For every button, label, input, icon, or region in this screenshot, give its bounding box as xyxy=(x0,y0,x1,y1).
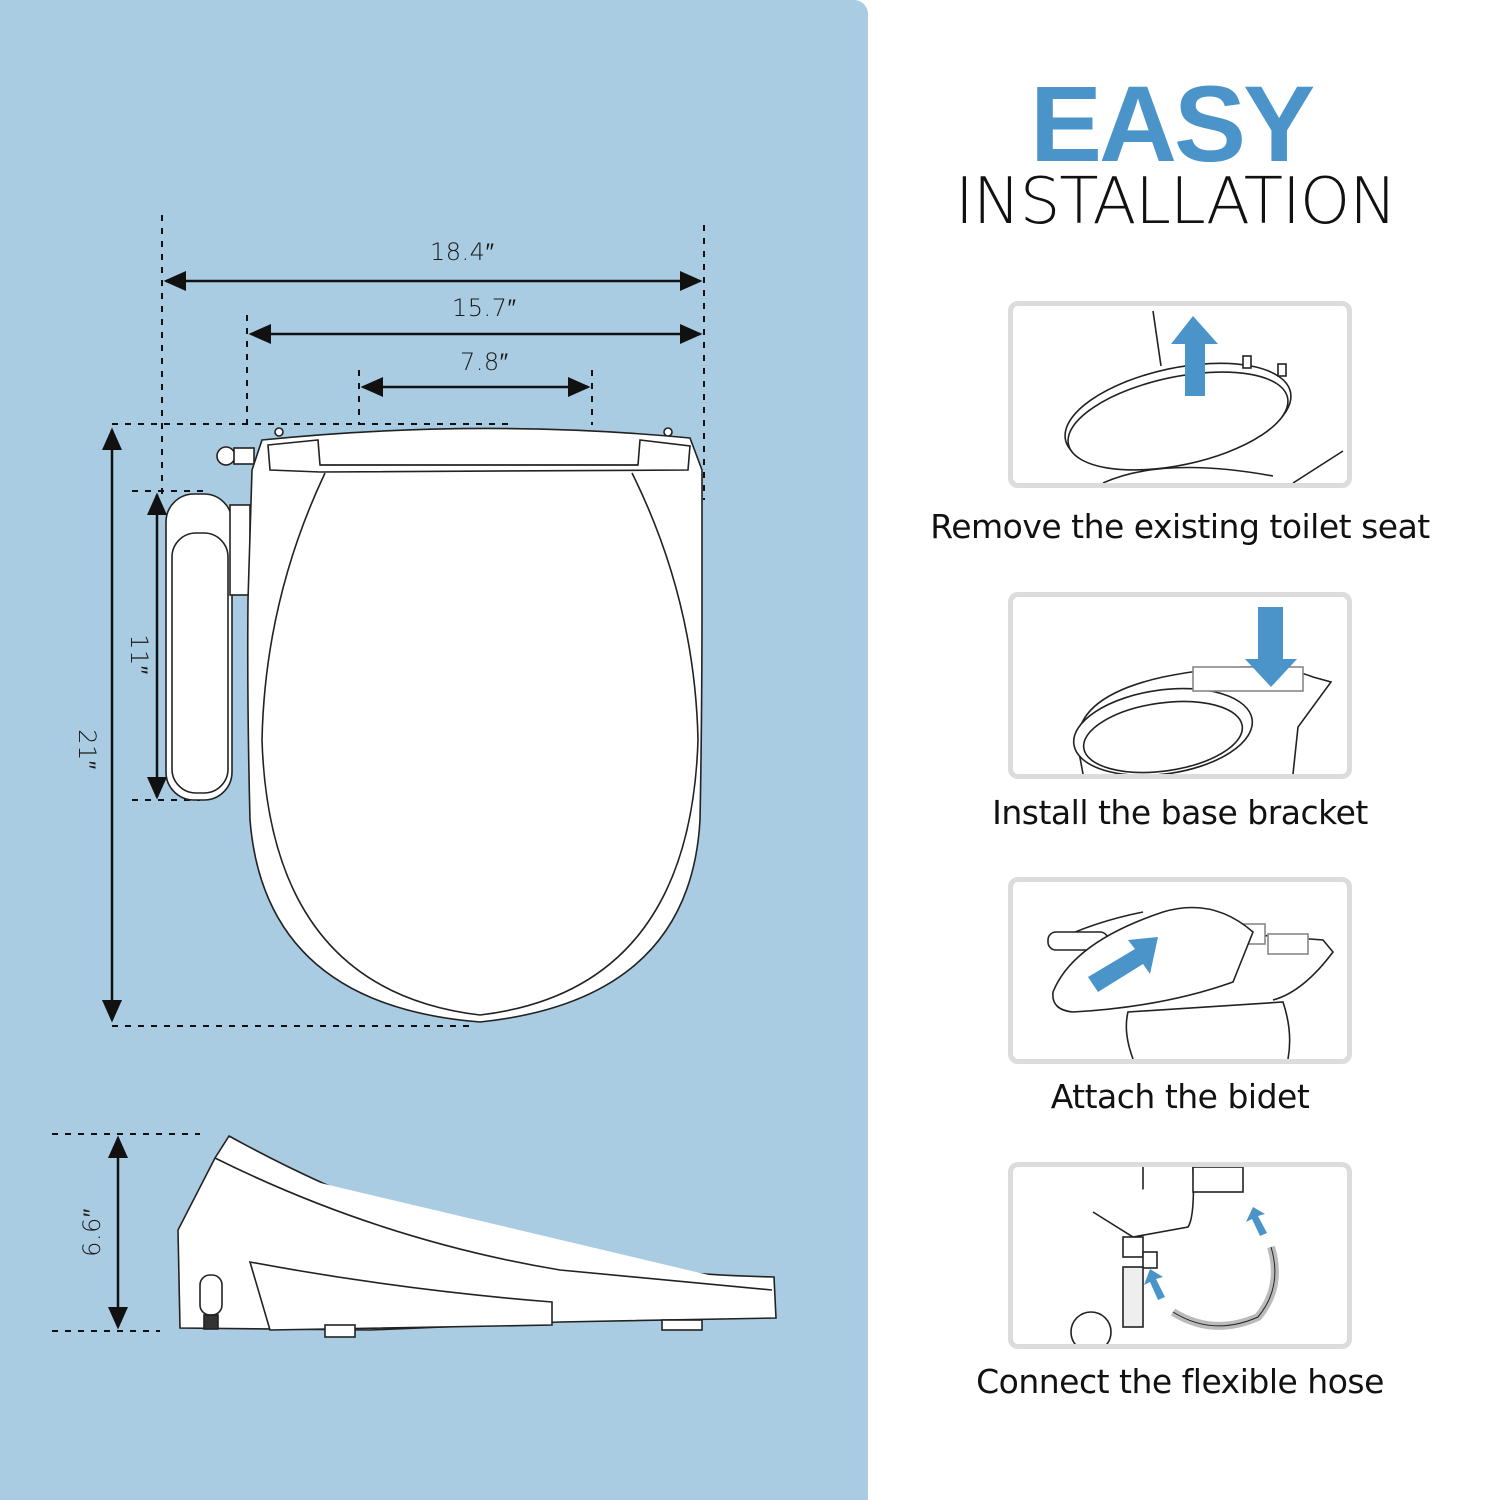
step-card-connect-hose xyxy=(1008,1162,1352,1349)
arrow-down-icon xyxy=(1245,607,1297,687)
title-accent: EASY xyxy=(1030,63,1315,184)
step-caption: Attach the bidet xyxy=(1050,1077,1310,1116)
arrow-up-icon xyxy=(1171,316,1218,396)
arrow-diagonal-icon xyxy=(1088,937,1158,992)
step-card-install-bracket xyxy=(1008,592,1352,779)
arrow-up-right-icon xyxy=(1246,1207,1267,1236)
dim-remote-length: 11″ xyxy=(124,634,153,675)
title-main: INSTALLATION xyxy=(955,165,1397,239)
arrow-up-right-icon xyxy=(1144,1269,1165,1300)
dim-hinge-span: 7.8″ xyxy=(460,348,509,376)
dim-overall-width: 18.4″ xyxy=(430,238,495,266)
step-card-attach-bidet xyxy=(1008,877,1352,1064)
bidet-seat-side-view xyxy=(177,1134,777,1338)
dim-overall-length: 21″ xyxy=(72,729,101,770)
step-caption: Remove the existing toilet seat xyxy=(930,507,1430,546)
dim-height: 6.6″ xyxy=(77,1208,106,1257)
bidet-seat-top-view xyxy=(165,427,703,1023)
step-card-remove-seat xyxy=(1008,301,1352,488)
top-view-drawing xyxy=(52,215,777,1338)
step-caption: Install the base bracket xyxy=(992,793,1368,832)
dimension-panel: 18.4″ 15.7″ 7.8″ 21″ 11″ 6.6″ xyxy=(0,0,868,1500)
dim-seat-width: 15.7″ xyxy=(452,294,517,322)
step-caption: Connect the flexible hose xyxy=(976,1362,1384,1401)
